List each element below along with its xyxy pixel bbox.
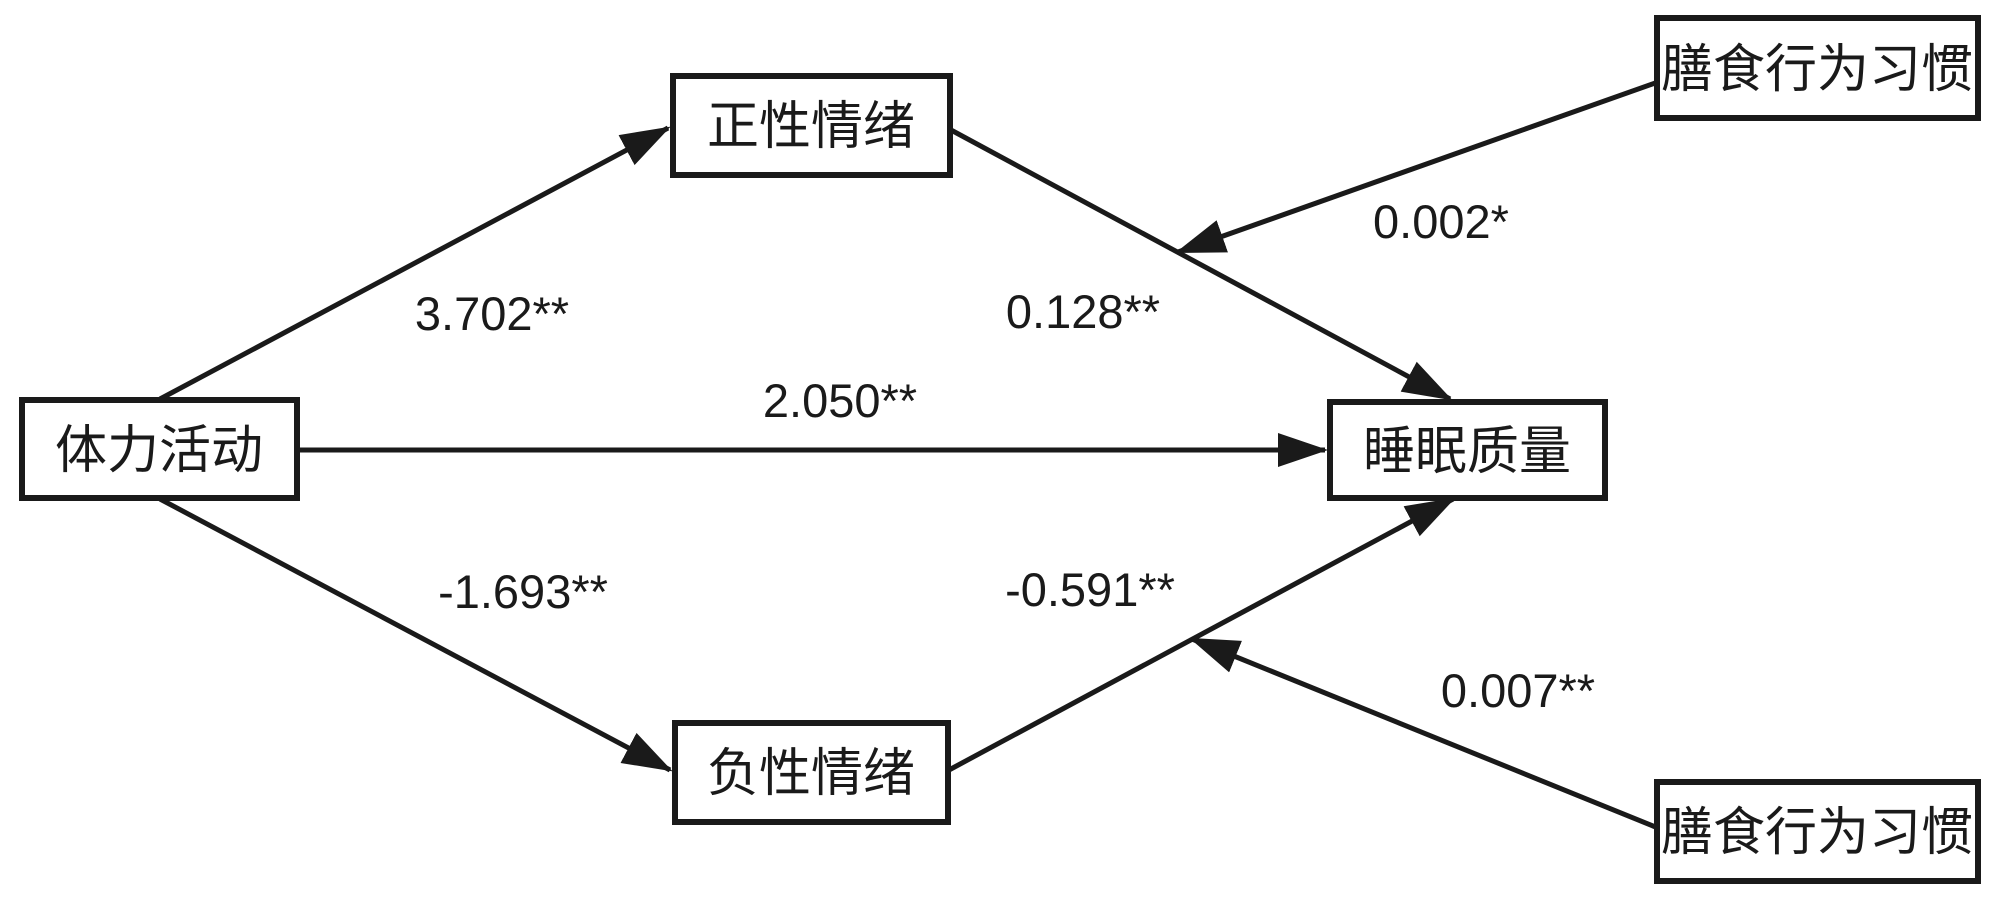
coefficient-negative-to-sleep: -0.591** [1005, 563, 1175, 616]
coefficient-pa-to-sleep: 2.050** [763, 374, 917, 427]
node-dietary-habits-top-label: 膳食行为习惯 [1661, 42, 1973, 99]
node-dietary-habits-top [1654, 15, 1981, 121]
arrow-positive-emotion-to-sleep-quality [949, 127, 1453, 402]
node-physical-activity [19, 397, 300, 501]
node-dietary-habits-bottom [1654, 779, 1981, 884]
node-negative-emotion [672, 720, 951, 825]
node-positive-emotion [670, 73, 953, 178]
coefficient-dietary-top-moderation: 0.002* [1373, 195, 1509, 248]
node-physical-activity-label: 体力活动 [55, 423, 263, 480]
arrow-pa-to-negative-emotion [158, 496, 673, 773]
node-negative-emotion-label: 负性情绪 [707, 746, 915, 803]
arrow-dietary-bottom-moderation [1189, 636, 1659, 831]
coefficient-positive-to-sleep: 0.128** [1006, 285, 1160, 338]
node-positive-emotion-label: 正性情绪 [707, 99, 915, 156]
coefficient-pa-to-negative: -1.693** [438, 565, 608, 618]
arrow-dietary-top-moderation [1175, 79, 1659, 255]
node-sleep-quality [1327, 399, 1608, 501]
coefficient-pa-to-positive: 3.702** [415, 287, 569, 340]
arrow-pa-to-positive-emotion [158, 125, 671, 402]
node-sleep-quality-label: 睡眠质量 [1363, 424, 1571, 481]
node-dietary-habits-bottom-label: 膳食行为习惯 [1661, 805, 1973, 862]
arrow-negative-emotion-to-sleep-quality [947, 496, 1456, 773]
coefficient-dietary-bottom-moderation: 0.007** [1441, 664, 1595, 717]
